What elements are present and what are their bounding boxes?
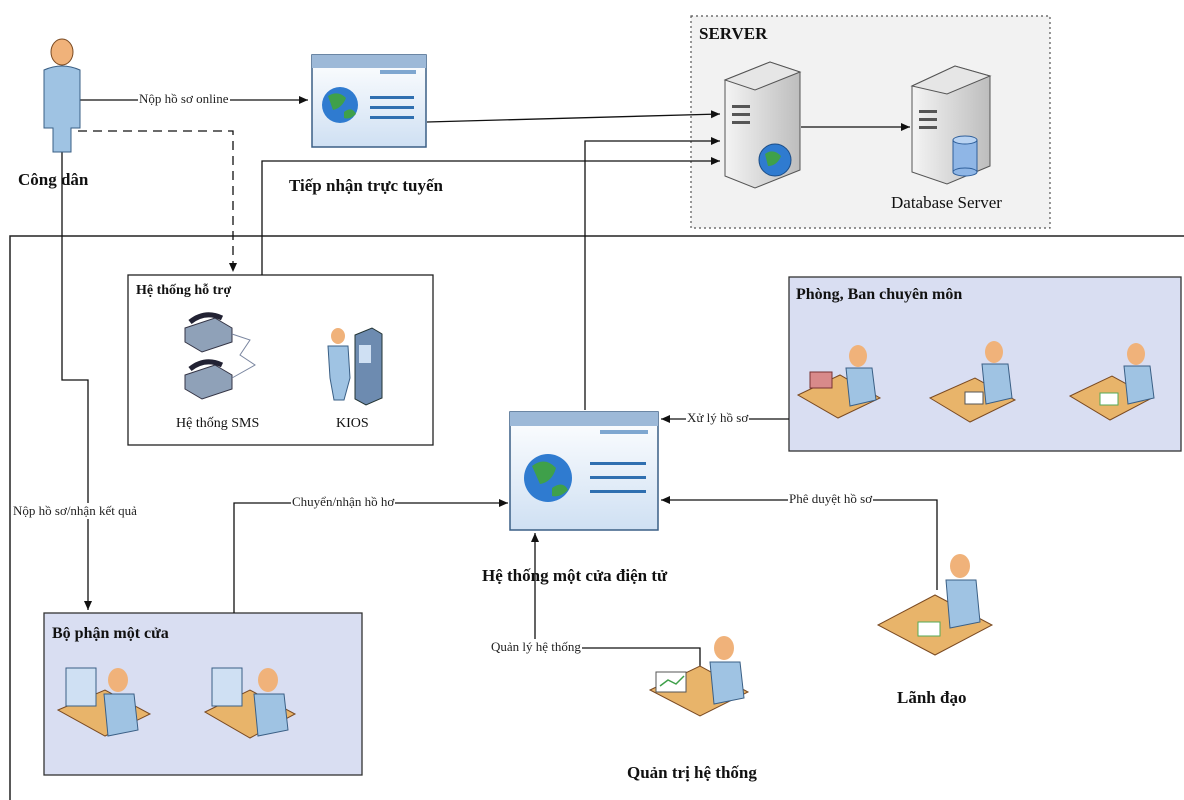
dept-worker-1-icon (796, 345, 882, 419)
edge-label-manage: Quản lý hệ thống (490, 639, 582, 655)
edge-label-submit-online: Nộp hồ sơ online (138, 91, 230, 107)
citizen-icon (43, 38, 81, 153)
sms-phone-icon (184, 312, 256, 400)
sms-label: Hệ thống SMS (176, 416, 260, 431)
edge-label-transfer: Chuyển/nhận hồ hơ (291, 494, 396, 510)
online-reception-label: Tiếp nhận trực tuyến (289, 176, 443, 195)
admin-label: Quản trị hệ thống (627, 763, 757, 782)
kiosk-label: KIOS (336, 416, 369, 431)
edge-onestop-server (584, 137, 720, 410)
edge-support-server (261, 157, 720, 275)
edge-citizen-support (78, 130, 237, 272)
edge-label-process: Xử lý hồ sơ (686, 410, 750, 426)
admin-icon (648, 636, 750, 717)
edge-approve (661, 496, 938, 590)
leader-icon (876, 554, 994, 656)
internal-network-frame (9, 235, 1184, 800)
edge-submit-receive (61, 146, 92, 610)
edge-reception-server (426, 110, 721, 123)
support-system-label: Hệ thống hỗ trợ (136, 283, 232, 298)
one-stop-worker-2-icon (203, 667, 297, 739)
online-reception-window-icon (311, 54, 427, 148)
one-stop-unit-label: Bộ phận một cửa (52, 625, 169, 642)
citizen-label: Công dân (18, 170, 89, 189)
database-server-icon (910, 65, 992, 185)
web-server-icon (723, 61, 802, 189)
leader-label: Lãnh đạo (897, 688, 967, 707)
kiosk-icon (327, 327, 383, 406)
server-group-label: SERVER (699, 24, 768, 43)
one-stop-worker-1-icon (56, 667, 152, 737)
edge-manage (531, 533, 701, 670)
dept-worker-2-icon (928, 341, 1017, 423)
support-system-box (127, 274, 434, 446)
one-stop-system-label: Hệ thống một cửa điện tử (482, 566, 668, 585)
departments-label: Phòng, Ban chuyên môn (796, 286, 963, 303)
edge-label-approve: Phê duyệt hồ sơ (788, 491, 874, 507)
edge-label-submit-receive: Nộp hồ sơ/nhận kết quả (12, 503, 138, 519)
one-stop-system-window-icon (509, 411, 659, 531)
dept-worker-3-icon (1068, 343, 1155, 421)
edge-transfer (233, 499, 508, 613)
database-server-label: Database Server (891, 193, 1002, 212)
